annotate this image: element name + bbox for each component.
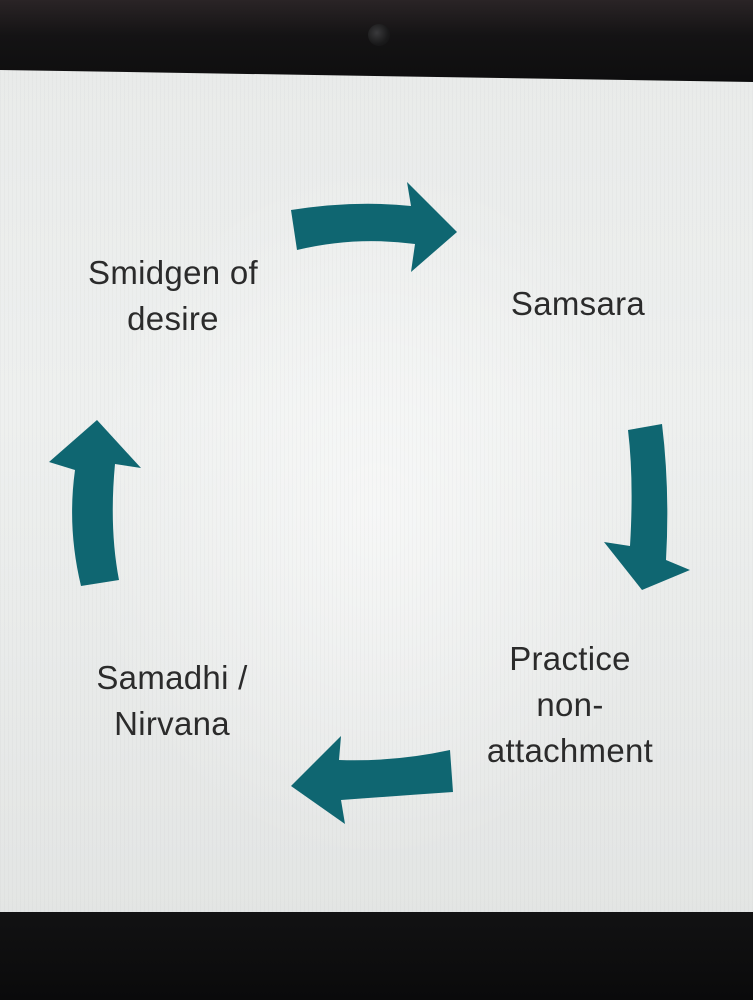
- node-samadhi-line-2: Nirvana: [114, 705, 230, 742]
- node-smidgen-line-2: desire: [127, 300, 219, 337]
- arrow-smidgen-to-samsara-icon: [291, 182, 457, 272]
- arrow-samsara-to-practice-shape: [604, 424, 690, 590]
- monitor-bezel-bottom: [0, 912, 753, 1000]
- node-practice-line-3: attachment: [486, 732, 654, 769]
- webcam-icon: [368, 24, 390, 46]
- monitor-bezel-top: [0, 0, 753, 80]
- node-practice-line-1: Practice: [509, 640, 631, 677]
- node-practice-line-2: non-: [536, 686, 604, 723]
- arrow-practice-to-samadhi-shape: [291, 736, 453, 824]
- node-smidgen-of-desire: Smidgen of desire: [58, 250, 288, 342]
- arrow-practice-to-samadhi-icon: [291, 736, 453, 824]
- node-practice-non-attachment: Practice non- attachment: [455, 636, 685, 774]
- node-samsara: Samsara: [488, 281, 668, 327]
- arrow-samadhi-to-smidgen-shape: [49, 420, 141, 586]
- arrow-samsara-to-practice-icon: [604, 424, 690, 590]
- arrow-smidgen-to-samsara-shape: [291, 182, 457, 272]
- node-samadhi-nirvana: Samadhi / Nirvana: [62, 655, 282, 747]
- node-samsara-line-1: Samsara: [510, 285, 646, 322]
- node-samadhi-line-1: Samadhi /: [96, 659, 248, 696]
- node-smidgen-line-1: Smidgen of: [88, 254, 258, 291]
- arrow-samadhi-to-smidgen-icon: [49, 420, 141, 586]
